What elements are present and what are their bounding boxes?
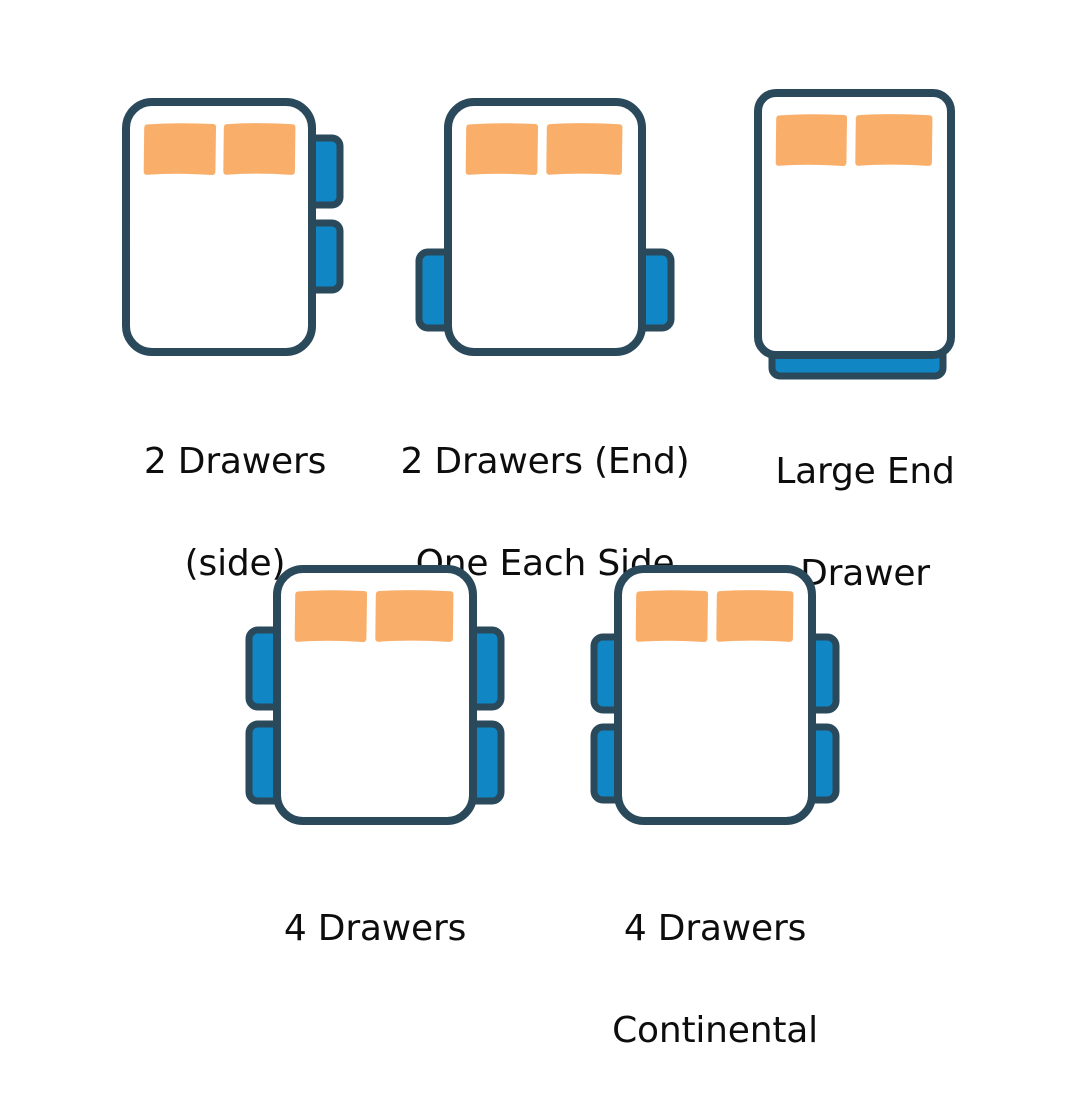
pillow-right (546, 123, 623, 175)
diagram-four-drawers[interactable]: 4 Drawers (235, 552, 515, 972)
caption-four-drawers-continental: 4 Drawers Continental (565, 852, 865, 1108)
pillow-left (465, 123, 539, 176)
caption-line-2: Continental (612, 1010, 818, 1052)
pillow-right (716, 590, 794, 642)
diagram-four-drawers-continental[interactable]: 4 Drawers Continental (580, 552, 850, 1051)
pillow-group (465, 123, 623, 176)
bed-illustration-two-drawers-side (122, 98, 344, 356)
caption-line-1: 2 Drawers (End) (400, 441, 690, 483)
pillow-left (294, 590, 368, 643)
pillow-group (143, 123, 296, 176)
pillow-right (223, 123, 296, 175)
pillow-left (143, 123, 217, 176)
caption-line-2: Drawer (800, 553, 930, 595)
caption-large-end-drawer: Large End Drawer (730, 395, 1000, 651)
diagram-large-end-drawer[interactable]: Large End Drawer (745, 80, 985, 594)
bed-illustration-two-drawers-end (415, 98, 675, 356)
pillow-left (635, 590, 709, 643)
caption-line-1: 4 Drawers (623, 908, 807, 950)
pillow-group (775, 114, 933, 167)
pillow-group (635, 590, 794, 643)
pillow-group (294, 590, 454, 643)
caption-line-1: Large End (775, 451, 955, 493)
diagram-canvas: 2 Drawers (side) 2 Drawers (End) One Eac… (100, 80, 985, 1052)
bed-illustration-large-end-drawer (754, 89, 955, 380)
caption-two-drawers-side: 2 Drawers (side) (94, 385, 376, 641)
bed-illustration-four-drawers (245, 565, 505, 825)
diagram-two-drawers-end[interactable]: 2 Drawers (End) One Each Side (400, 80, 690, 584)
pillow-left (775, 114, 848, 167)
pillow-right (855, 114, 933, 166)
caption-four-drawers: 4 Drawers (230, 852, 520, 1005)
caption-line-2: (side) (184, 543, 286, 585)
caption-line-1: 2 Drawers (143, 441, 327, 483)
caption-line-1: 4 Drawers (283, 908, 467, 950)
bed-illustration-four-drawers-continental (590, 565, 840, 825)
diagram-two-drawers-side[interactable]: 2 Drawers (side) (100, 80, 370, 584)
pillow-right (375, 590, 454, 642)
